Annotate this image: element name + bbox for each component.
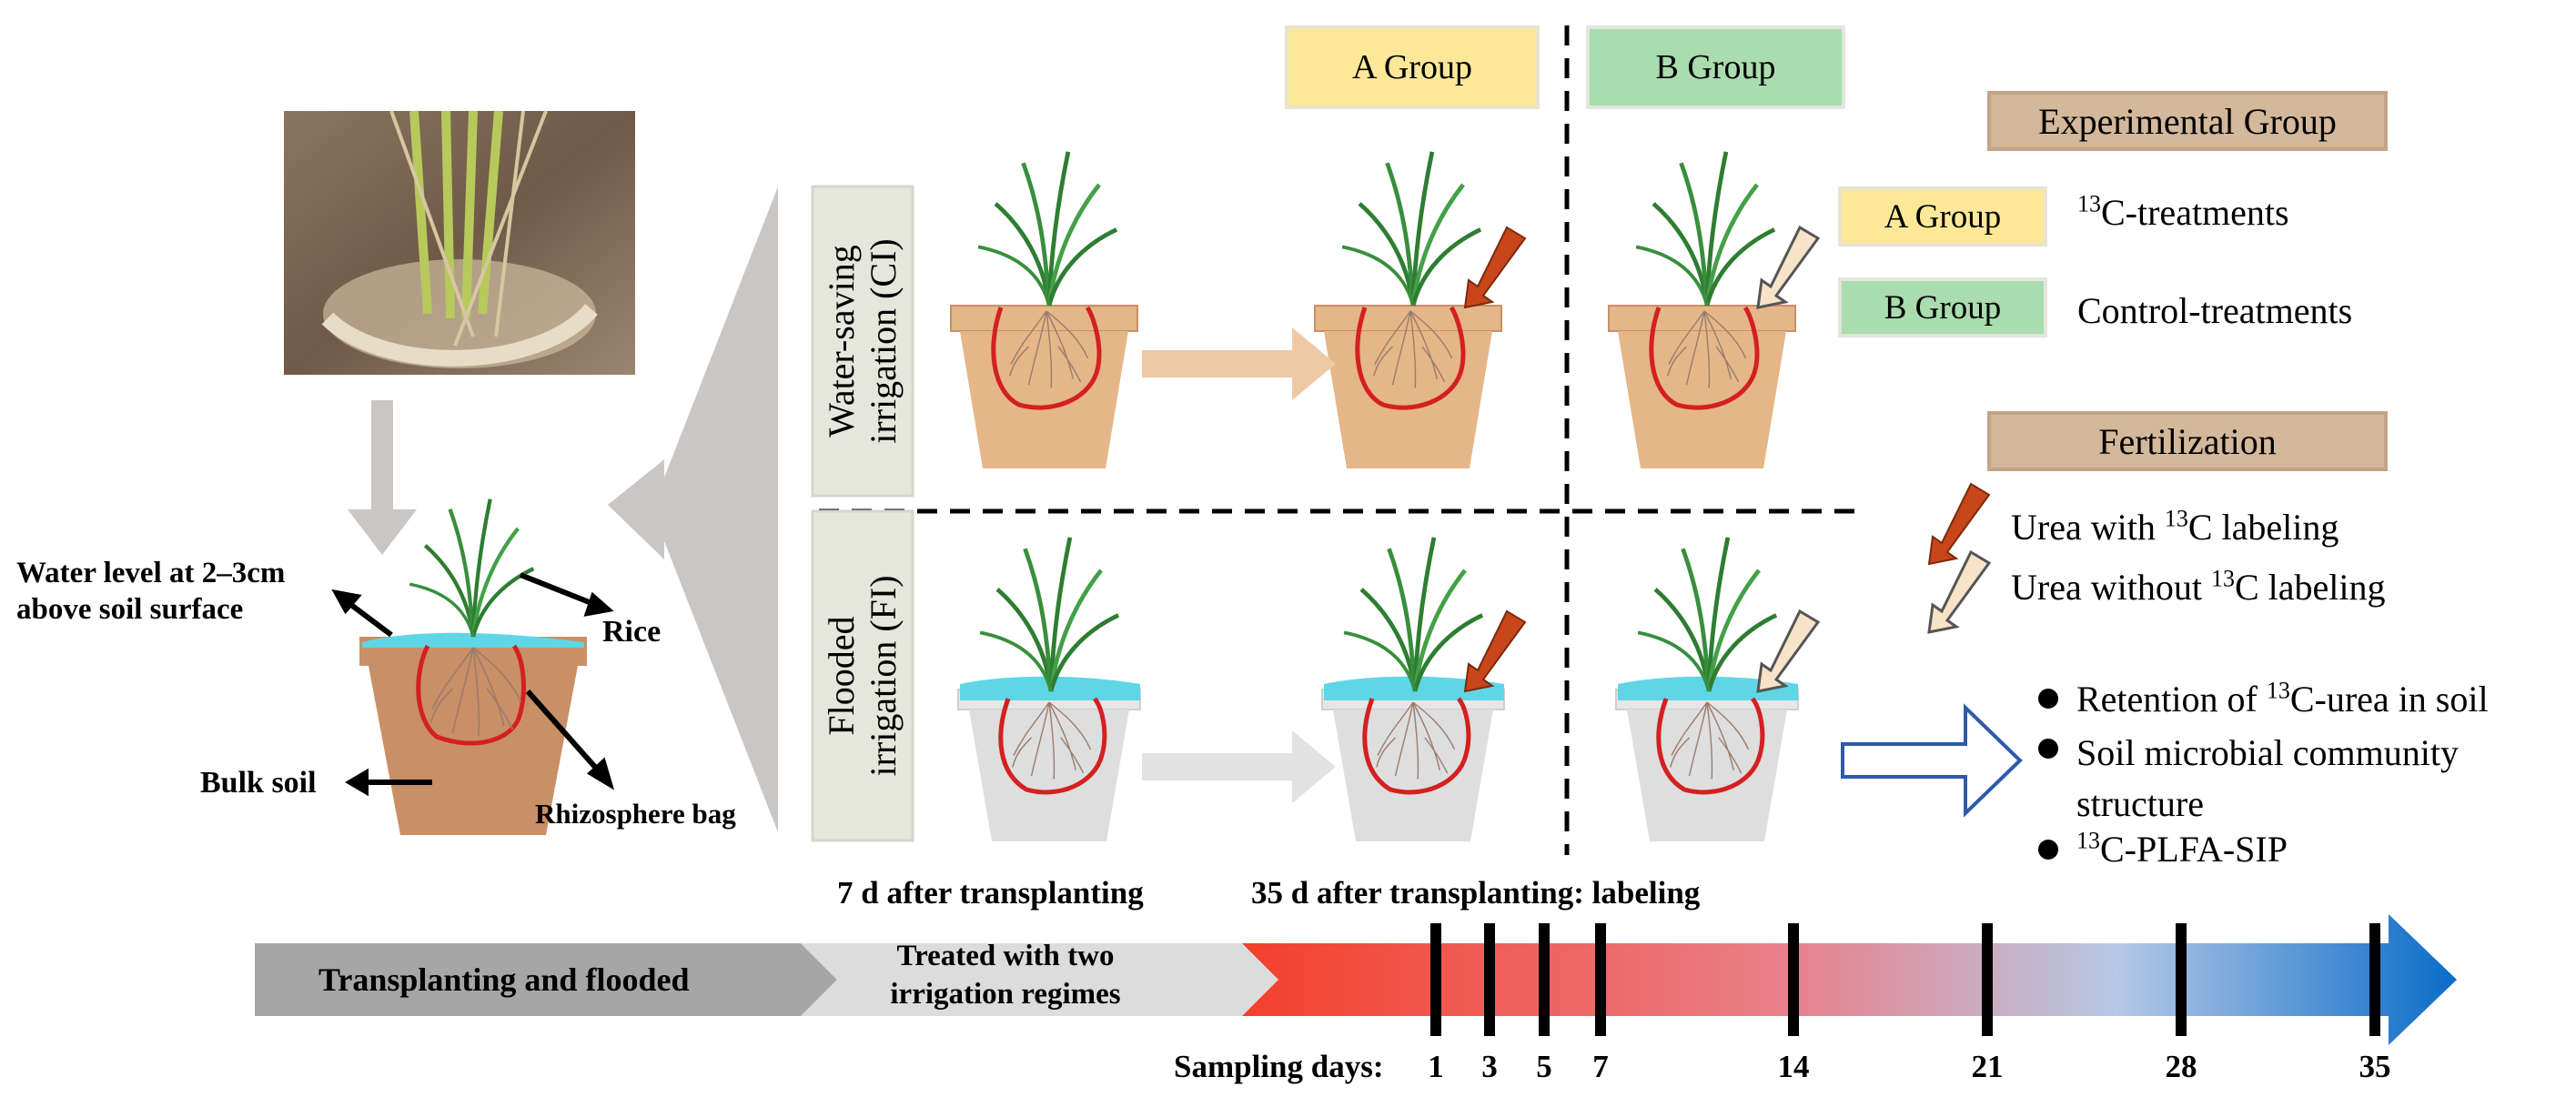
phase-2-line1: Treated with two xyxy=(896,940,1115,972)
field-photo xyxy=(284,110,635,375)
bullet-dot-icon xyxy=(2038,739,2058,759)
fi-row-pots xyxy=(957,538,1799,841)
legend-control-treatments: Control-treatments xyxy=(2077,290,2353,331)
seven-days-label: 7 d after transplanting xyxy=(837,875,1144,911)
ci-label-line2: irrigation (CI) xyxy=(863,238,904,444)
fi-progress-arrow xyxy=(1142,730,1336,803)
water-level-line2: above soil surface xyxy=(16,593,244,626)
water-level-label: Water level at 2–3cm above soil surface xyxy=(16,555,285,628)
unlabeled-urea-arrow-icon xyxy=(1756,609,1821,693)
rhizosphere-bag-label: Rhizosphere bag xyxy=(535,798,736,830)
photo-to-pot-arrow xyxy=(348,400,417,555)
fertilization-title: Fertilization xyxy=(2098,420,2277,462)
ci-label-line1: Water-saving xyxy=(821,245,862,438)
a-group-header-label: A Group xyxy=(1352,48,1472,86)
b-group-header: B Group xyxy=(1586,25,1845,109)
retention-post: C-urea in soil xyxy=(2289,679,2489,720)
legend-b-group-label: B Group xyxy=(1884,288,2002,327)
legend-a-group-label: A Group xyxy=(1884,197,2002,236)
sampling-day-5: 5 xyxy=(1536,1049,1552,1084)
plfa-post: C-PLFA-SIP xyxy=(2100,829,2288,870)
sampling-tick-28 xyxy=(2176,923,2187,1036)
sampling-tick-14 xyxy=(1788,923,1799,1036)
unlabeled-urea-arrow-icon xyxy=(1756,225,1821,309)
sampling-ticks xyxy=(1430,923,2380,1036)
sampling-tick-7 xyxy=(1595,923,1606,1036)
timeline-phase-3 xyxy=(1242,914,2457,1045)
sampling-day-28: 28 xyxy=(2165,1049,2197,1084)
timeline-phase-2 xyxy=(801,943,1278,1016)
urea-with-pre: Urea with xyxy=(2011,507,2165,548)
sampling-day-14: 14 xyxy=(1777,1049,1810,1084)
outline-arrow-icon xyxy=(1841,703,2023,818)
rice-label: Rice xyxy=(602,615,662,649)
fi-label-line2: irrigation (FI) xyxy=(863,575,904,777)
sampling-tick-1 xyxy=(1430,923,1441,1036)
labeled-urea-arrow-icon xyxy=(1463,609,1527,693)
timeline-phase-1 xyxy=(255,943,837,1016)
outcome-microbial: Soil microbial community structure xyxy=(2076,728,2459,830)
microbial-line1: Soil microbial community xyxy=(2076,732,2459,773)
urea-with-post: C labeling xyxy=(2187,507,2339,548)
left-pot xyxy=(359,499,587,835)
retention-pre: Retention of xyxy=(2076,679,2267,720)
sampling-tick-3 xyxy=(1484,923,1495,1036)
outcome-retention: Retention of 13C-urea in soil xyxy=(2076,678,2489,720)
sampling-day-1: 1 xyxy=(1428,1049,1444,1084)
expand-funnel-arrow xyxy=(608,186,778,832)
sampling-day-3: 3 xyxy=(1481,1049,1498,1084)
c13-superscript: 13 xyxy=(2077,190,2101,217)
ci-label-box xyxy=(811,185,914,498)
water-level-line1: Water level at 2–3cm xyxy=(16,557,286,589)
legend-a-group-swatch: A Group xyxy=(1838,186,2047,247)
fi-label-line1: Flooded xyxy=(821,616,862,736)
bulk-soil-label: Bulk soil xyxy=(200,766,317,800)
thirty-five-days-label: 35 d after transplanting: labeling xyxy=(1251,875,1701,911)
sampling-days-label: Sampling days: xyxy=(1174,1049,1384,1084)
sampling-day-35: 35 xyxy=(2359,1049,2391,1084)
outcome-plfa: 13C-PLFA-SIP xyxy=(2076,828,2288,871)
experimental-group-header: Experimental Group xyxy=(1987,91,2388,151)
c13-treatments-text: C-treatments xyxy=(2101,192,2289,233)
phase-2-line2: irrigation regimes xyxy=(890,978,1121,1011)
urea-without-post: C labeling xyxy=(2234,567,2386,608)
ci-row-pots xyxy=(950,152,1796,468)
phase-2-label: Treated with two irrigation regimes xyxy=(874,937,1137,1013)
urea-without-sup: 13 xyxy=(2210,565,2235,592)
legend-urea-without: Urea without 13C labeling xyxy=(2011,566,2385,609)
phase-1-label: Transplanting and flooded xyxy=(318,961,690,998)
ci-progress-arrow xyxy=(1142,327,1336,400)
sampling-tick-5 xyxy=(1539,923,1550,1036)
retention-sup: 13 xyxy=(2266,677,2290,704)
bullet-dot-icon xyxy=(2038,840,2058,860)
unlabeled-urea-arrow-icon xyxy=(1927,549,1992,634)
sampling-day-7: 7 xyxy=(1592,1049,1609,1084)
fi-label-box xyxy=(811,509,914,842)
urea-with-sup: 13 xyxy=(2164,505,2188,532)
legend-c13-treatments: 13C-treatments xyxy=(2077,191,2289,234)
legend-urea-with: Urea with 13C labeling xyxy=(2011,506,2339,548)
urea-without-pre: Urea without xyxy=(2011,567,2211,608)
sampling-tick-35 xyxy=(2369,923,2380,1036)
experimental-group-title: Experimental Group xyxy=(2038,100,2337,142)
a-group-header: A Group xyxy=(1285,25,1540,109)
microbial-line2: structure xyxy=(2076,783,2204,824)
labeled-urea-arrow-icon xyxy=(1927,482,1991,566)
legend-b-group-swatch: B Group xyxy=(1838,277,2047,337)
plfa-sup: 13 xyxy=(2076,827,2100,854)
sampling-tick-21 xyxy=(1982,923,1993,1036)
b-group-header-label: B Group xyxy=(1655,48,1776,86)
bullet-dot-icon xyxy=(2038,689,2058,709)
sampling-day-21: 21 xyxy=(1971,1049,2004,1084)
pot-pointers xyxy=(331,572,615,797)
labeled-urea-arrow-icon xyxy=(1463,226,1527,309)
fertilization-header: Fertilization xyxy=(1987,411,2388,471)
